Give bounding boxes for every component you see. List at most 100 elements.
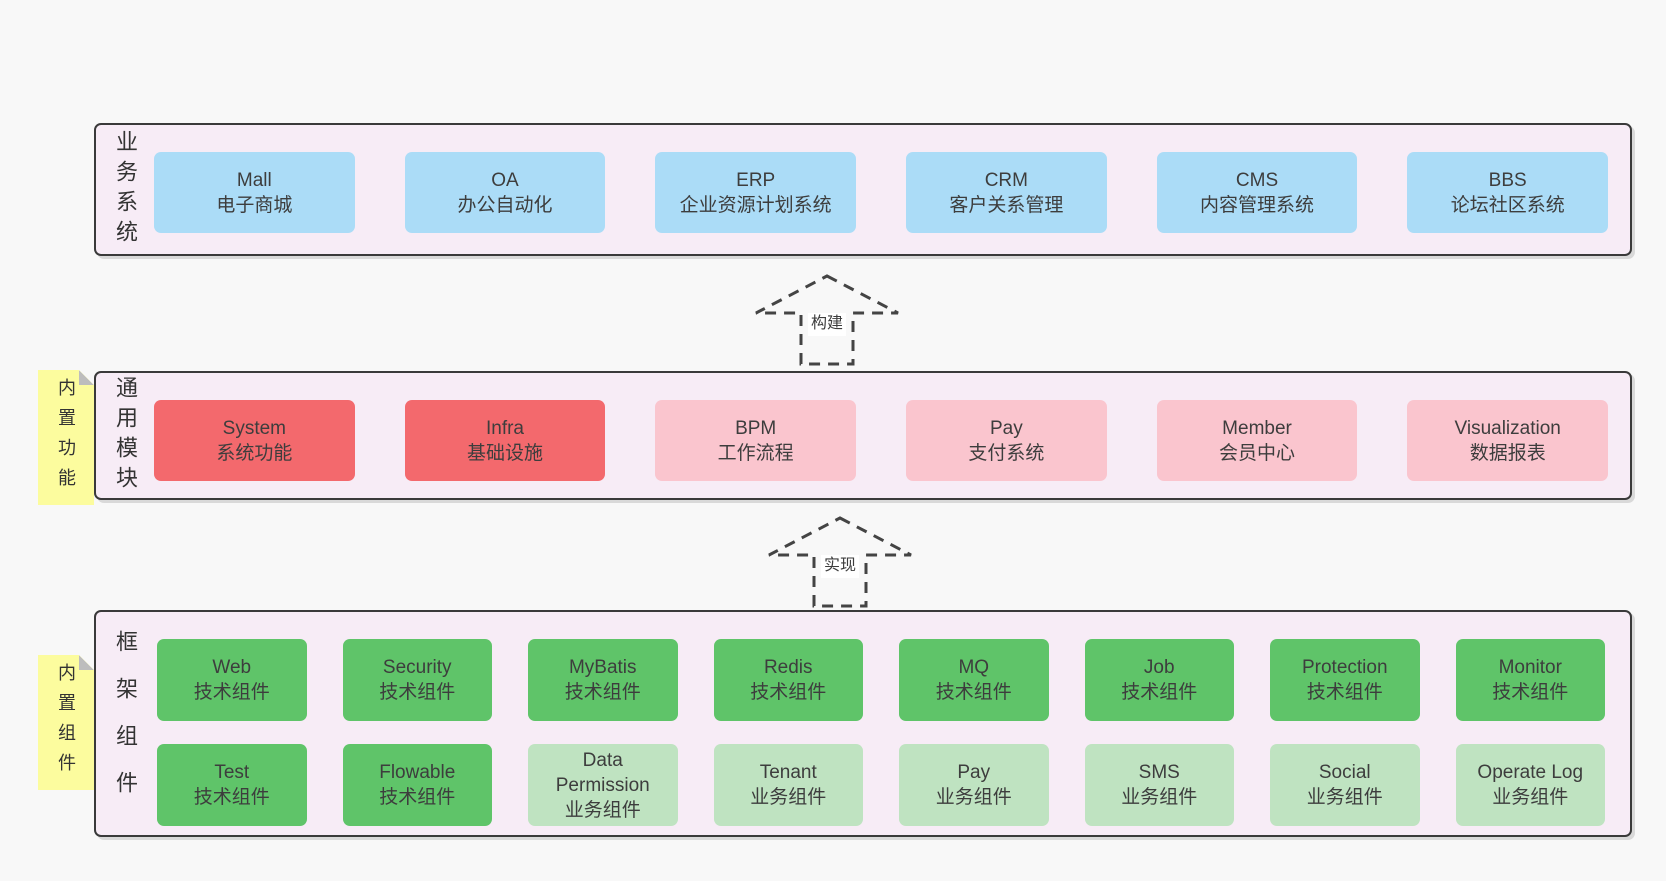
- business-systems-box-row: Mall 电子商城 OA 办公自动化 ERP 企业资源计划系统 CRM 客户关系…: [154, 152, 1609, 233]
- arrow-label: 实现: [820, 555, 860, 578]
- box-tenant: Tenant 业务组件: [713, 744, 863, 826]
- sticky-note-text: 内置组件: [56, 662, 76, 783]
- box-security: Security 技术组件: [342, 639, 492, 721]
- box-subtitle: 业务组件: [935, 787, 1012, 808]
- sticky-note-builtin-features: 内置功能: [38, 370, 94, 505]
- box-visualization: Visualization 数据报表: [1407, 400, 1609, 481]
- box-redis: Redis 技术组件: [713, 639, 863, 721]
- box-operate-log: Operate Log 业务组件: [1455, 744, 1605, 826]
- layer-common-modules: 通用模块 System 系统功能 Infra 基础设施 BPM 工作流程 Pay…: [94, 371, 1632, 500]
- box-title: Redis: [763, 657, 813, 678]
- box-title: Visualization: [1454, 417, 1561, 439]
- box-flowable: Flowable 技术组件: [342, 744, 492, 826]
- box-subtitle: 会员中心: [1219, 442, 1296, 464]
- box-title: BBS: [1488, 169, 1527, 191]
- box-title: Monitor: [1498, 657, 1562, 678]
- common-modules-box-row: System 系统功能 Infra 基础设施 BPM 工作流程 Pay 支付系统…: [154, 400, 1609, 481]
- box-erp: ERP 企业资源计划系统: [655, 152, 857, 233]
- box-subtitle: 论坛社区系统: [1450, 194, 1565, 216]
- box-mq: MQ 技术组件: [899, 639, 1049, 721]
- box-subtitle: 客户关系管理: [949, 194, 1064, 216]
- box-title: Member: [1222, 417, 1292, 439]
- box-bbs: BBS 论坛社区系统: [1407, 152, 1609, 233]
- box-title: Protection: [1301, 657, 1388, 678]
- box-subtitle: 业务组件: [750, 787, 827, 808]
- box-title: Flowable: [379, 762, 456, 783]
- box-title: BPM: [735, 417, 777, 439]
- box-pay-biz: Pay 业务组件: [899, 744, 1049, 826]
- box-subtitle: 支付系统: [968, 442, 1045, 464]
- box-subtitle: 基础设施: [467, 442, 544, 464]
- box-infra: Infra 基础设施: [404, 400, 606, 481]
- box-title: MyBatis: [568, 657, 637, 678]
- arrow-label: 构建: [807, 313, 847, 336]
- layer-framework-components: 框架组件 Web 技术组件 Security 技术组件 MyBatis 技术组件…: [94, 610, 1632, 837]
- box-job: Job 技术组件: [1084, 639, 1234, 721]
- sticky-note-text: 内置功能: [56, 377, 76, 498]
- box-subtitle: 企业资源计划系统: [679, 194, 832, 216]
- box-subtitle: 业务组件: [1121, 787, 1198, 808]
- box-title: Job: [1143, 657, 1175, 678]
- box-bpm: BPM 工作流程: [655, 400, 857, 481]
- box-subtitle: 技术组件: [750, 682, 827, 703]
- box-social: Social 业务组件: [1270, 744, 1420, 826]
- box-subtitle: 技术组件: [193, 787, 270, 808]
- box-subtitle: 技术组件: [1121, 682, 1198, 703]
- box-subtitle: 技术组件: [935, 682, 1012, 703]
- box-subtitle: 业务组件: [564, 799, 641, 821]
- box-subtitle: 技术组件: [1492, 682, 1569, 703]
- box-title: System: [222, 417, 287, 439]
- box-pay: Pay 支付系统: [906, 400, 1107, 481]
- box-title: Pay: [957, 762, 991, 783]
- box-subtitle: 内容管理系统: [1200, 194, 1315, 216]
- box-subtitle: 工作流程: [717, 442, 794, 464]
- box-subtitle: 技术组件: [1306, 682, 1383, 703]
- box-protection: Protection 技术组件: [1270, 639, 1420, 721]
- box-title: Security: [382, 657, 452, 678]
- layer-label-business-systems: 业务系统: [113, 129, 138, 250]
- box-title: SMS: [1138, 762, 1180, 783]
- box-title: Infra: [485, 417, 525, 439]
- box-crm: CRM 客户关系管理: [906, 152, 1107, 233]
- box-title: Web: [212, 657, 252, 678]
- layer-label-common-modules: 通用模块: [113, 375, 138, 496]
- box-subtitle: 业务组件: [1492, 787, 1569, 808]
- box-cms: CMS 内容管理系统: [1156, 152, 1358, 233]
- box-subtitle: 数据报表: [1469, 442, 1546, 464]
- box-mall: Mall 电子商城: [154, 152, 355, 233]
- arrow-implement: 实现: [765, 515, 915, 609]
- box-mybatis: MyBatis 技术组件: [528, 639, 678, 721]
- layer-label-framework-components: 框架组件: [113, 629, 138, 818]
- folded-corner-icon: [79, 655, 94, 670]
- box-system: System 系统功能: [154, 400, 355, 481]
- box-title: ERP: [736, 169, 776, 191]
- box-title: Data Permission: [555, 749, 650, 796]
- box-sms: SMS 业务组件: [1084, 744, 1234, 826]
- framework-components-box-grid: Web 技术组件 Security 技术组件 MyBatis 技术组件 Redi…: [157, 639, 1605, 826]
- box-subtitle: 业务组件: [1306, 787, 1383, 808]
- box-member: Member 会员中心: [1156, 400, 1358, 481]
- sticky-note-builtin-components: 内置组件: [38, 655, 94, 790]
- box-subtitle: 系统功能: [216, 442, 293, 464]
- arrow-build: 构建: [752, 273, 902, 367]
- box-oa: OA 办公自动化: [404, 152, 606, 233]
- box-title: Social: [1318, 762, 1371, 783]
- box-title: Test: [214, 762, 250, 783]
- box-title: MQ: [958, 657, 990, 678]
- folded-corner-icon: [79, 370, 94, 385]
- box-title: Operate Log: [1477, 762, 1584, 783]
- box-subtitle: 技术组件: [379, 682, 456, 703]
- box-title: Tenant: [759, 762, 817, 783]
- box-subtitle: 电子商城: [216, 194, 293, 216]
- box-title: CMS: [1235, 169, 1279, 191]
- box-subtitle: 技术组件: [379, 787, 456, 808]
- box-subtitle: 办公自动化: [457, 194, 553, 216]
- layer-business-systems: 业务系统 Mall 电子商城 OA 办公自动化 ERP 企业资源计划系统 CRM…: [94, 123, 1632, 256]
- box-title: Pay: [989, 417, 1023, 439]
- box-test: Test 技术组件: [157, 744, 307, 826]
- box-title: CRM: [984, 169, 1028, 191]
- box-subtitle: 技术组件: [564, 682, 641, 703]
- box-subtitle: 技术组件: [193, 682, 270, 703]
- box-data-permission: Data Permission 业务组件: [528, 744, 678, 826]
